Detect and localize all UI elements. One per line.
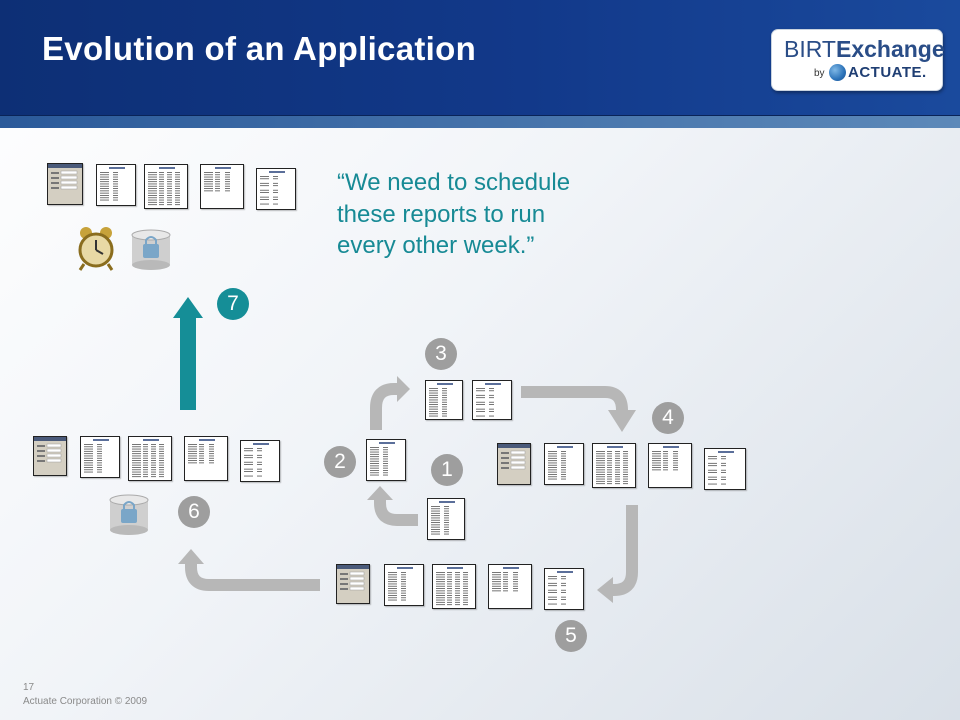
report-thumbnail [80, 436, 120, 478]
report-thumbnail [432, 564, 476, 609]
report-thumbnail [497, 443, 531, 485]
logo-birt: BIRT [784, 36, 836, 62]
slide-title: Evolution of an Application [42, 30, 477, 67]
arrow-step-6 [185, 564, 320, 591]
report-thumbnail [472, 380, 512, 420]
report-thumbnail [336, 564, 370, 604]
report-thumbnail [47, 163, 83, 205]
arrow-step-4-head [608, 410, 636, 432]
actuate-swirl-icon [829, 64, 846, 81]
customer-quote: “We need to schedule these reports to ru… [337, 169, 571, 259]
report-thumbnail [544, 443, 584, 485]
report-thumbnail [366, 439, 406, 481]
report-thumbnail [648, 443, 692, 488]
alarm-clock-icon [78, 227, 114, 271]
step-badge-1: 1 [431, 454, 463, 486]
birt-exchange-logo: BIRTExchange by ACTUATE. [771, 29, 945, 91]
report-thumbnail [240, 440, 280, 482]
secure-database-icon [131, 229, 171, 270]
step-badge-7: 7 [217, 288, 249, 320]
secure-database-icon [109, 494, 149, 535]
report-thumbnail [96, 164, 136, 206]
report-thumbnail [488, 564, 532, 609]
logo-by: by [814, 68, 825, 79]
arrow-step-3-head [397, 376, 410, 402]
report-thumbnail [544, 568, 584, 610]
step-badge-6: 6 [178, 496, 210, 528]
arrow-step-1 [374, 500, 418, 526]
report-thumbnail [704, 448, 746, 490]
logo-exchange: Exchange [835, 36, 945, 62]
arrow-step-1-head [367, 486, 393, 500]
step-badge-5: 5 [555, 620, 587, 652]
step-badge-2: 2 [324, 446, 356, 478]
report-thumbnail [184, 436, 228, 481]
report-thumbnail [256, 168, 296, 210]
report-thumbnail [592, 443, 636, 488]
report-thumbnail [144, 164, 188, 209]
page-number: 17 [23, 682, 35, 693]
arrow-step-3 [370, 383, 398, 430]
arrow-step-5-head [597, 577, 613, 603]
arrow-step-5 [612, 505, 638, 596]
logo-wordmark: BIRTExchange [784, 36, 945, 63]
report-thumbnail [33, 436, 67, 476]
copyright: Actuate Corporation © 2009 [23, 696, 148, 707]
report-thumbnail [384, 564, 424, 606]
step-badge-4: 4 [652, 402, 684, 434]
step-badge-3: 3 [425, 338, 457, 370]
arrow-step-4 [521, 386, 628, 412]
report-thumbnail [425, 380, 463, 420]
logo-actuate: ACTUATE. [848, 64, 927, 81]
teal-up-arrow [173, 297, 203, 410]
banner-strip [0, 116, 960, 128]
report-thumbnail [200, 164, 244, 209]
arrow-step-6-head [178, 549, 204, 564]
report-thumbnail [427, 498, 465, 540]
report-thumbnail [128, 436, 172, 481]
